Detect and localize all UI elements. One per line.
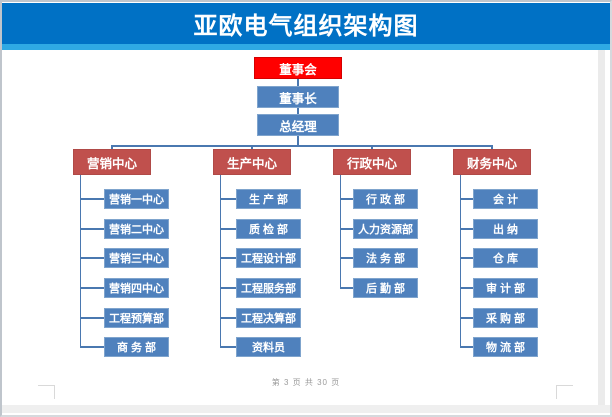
- connector-stub: [80, 317, 104, 319]
- connector-stub: [460, 317, 473, 319]
- connector-spine: [459, 175, 461, 347]
- connector-line: [371, 145, 373, 151]
- page-title: 亚欧电气组织架构图: [193, 13, 419, 40]
- org-node-gm[interactable]: 总经理: [257, 114, 339, 136]
- org-node[interactable]: 出 纳: [473, 219, 538, 239]
- connector-line: [297, 136, 299, 147]
- org-node-chairman[interactable]: 董事长: [257, 86, 339, 108]
- connector-stub: [340, 287, 353, 289]
- connector-stub: [80, 287, 104, 289]
- org-node-dept-finance[interactable]: 财务中心: [453, 149, 531, 175]
- connector-stub: [340, 198, 353, 200]
- connector-stub: [460, 198, 473, 200]
- connector-stub: [460, 228, 473, 230]
- org-node[interactable]: 人力资源部: [353, 219, 418, 239]
- page-edge-right: [598, 50, 605, 406]
- connector-line: [491, 145, 493, 151]
- banner-accent-strip: [2, 44, 610, 50]
- connector-stub: [80, 228, 104, 230]
- connector-spine: [219, 175, 221, 347]
- org-node[interactable]: 营销四中心: [104, 278, 169, 298]
- org-node[interactable]: 营销一中心: [104, 189, 169, 209]
- connector-stub: [460, 287, 473, 289]
- org-node[interactable]: 物 流 部: [473, 337, 538, 357]
- org-node[interactable]: 营销二中心: [104, 219, 169, 239]
- connector-line: [111, 145, 113, 151]
- connector-stub: [340, 228, 353, 230]
- org-node[interactable]: 资料员: [236, 337, 301, 357]
- org-node[interactable]: 仓 库: [473, 248, 538, 268]
- org-node-dept-admin[interactable]: 行政中心: [333, 149, 411, 175]
- margin-mark-bottom-left: [54, 385, 55, 399]
- org-node[interactable]: 工程设计部: [236, 248, 301, 268]
- org-node[interactable]: 商 务 部: [104, 337, 169, 357]
- connector-stub: [220, 287, 236, 289]
- org-node[interactable]: 工程预算部: [104, 308, 169, 328]
- org-node[interactable]: 工程决算部: [236, 308, 301, 328]
- connector-stub: [220, 228, 236, 230]
- org-node[interactable]: 采 购 部: [473, 308, 538, 328]
- org-node[interactable]: 行 政 部: [353, 189, 418, 209]
- org-node-dept-marketing[interactable]: 营销中心: [73, 149, 151, 175]
- org-node[interactable]: 后 勤 部: [353, 278, 418, 298]
- org-node[interactable]: 会 计: [473, 189, 538, 209]
- connector-spine: [79, 175, 81, 347]
- org-node[interactable]: 营销三中心: [104, 248, 169, 268]
- org-node[interactable]: 质 检 部: [236, 219, 301, 239]
- page-edge-bottom: [2, 405, 610, 413]
- margin-mark-bottom-right: [556, 385, 557, 399]
- org-node[interactable]: 工程服务部: [236, 278, 301, 298]
- org-node[interactable]: 法 务 部: [353, 248, 418, 268]
- org-node[interactable]: 审 计 部: [473, 278, 538, 298]
- margin-mark-bottom-right: [556, 385, 573, 386]
- connector-stub: [80, 198, 104, 200]
- connector-stub: [460, 346, 473, 348]
- org-node-board[interactable]: 董事会: [254, 57, 342, 79]
- org-node-dept-production[interactable]: 生产中心: [213, 149, 291, 175]
- connector-line: [251, 145, 253, 151]
- connector-line: [297, 108, 299, 114]
- page-number-indicator: 第 3 页 共 30 页: [271, 378, 341, 387]
- margin-mark-bottom-left: [38, 385, 55, 386]
- connector-stub: [460, 257, 473, 259]
- connector-line: [112, 145, 493, 147]
- connector-line: [297, 79, 299, 86]
- connector-stub: [220, 198, 236, 200]
- title-banner[interactable]: 亚欧电气组织架构图: [2, 3, 610, 44]
- connector-stub: [220, 317, 236, 319]
- connector-stub: [80, 257, 104, 259]
- connector-stub: [220, 346, 236, 348]
- connector-stub: [80, 346, 104, 348]
- connector-stub: [220, 257, 236, 259]
- org-node[interactable]: 生 产 部: [236, 189, 301, 209]
- connector-stub: [340, 257, 353, 259]
- connector-spine: [339, 175, 341, 288]
